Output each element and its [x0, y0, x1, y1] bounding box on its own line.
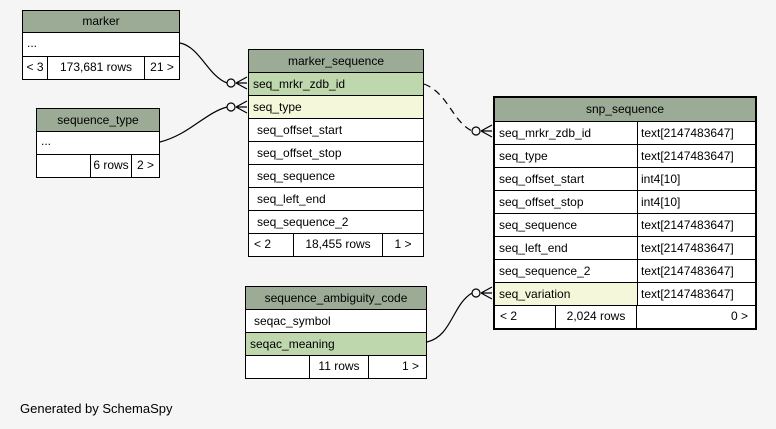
table-sequence-ambiguity-code-title[interactable]: sequence_ambiguity_code	[246, 287, 426, 310]
table-sequence-ambiguity-code-footer: 11 rows 1 >	[246, 356, 426, 378]
column-name: seq_type	[495, 145, 637, 167]
table-sequence-type-footer: 6 rows 2 >	[37, 155, 159, 177]
table-snp-sequence: snp_sequence seq_mrkr_zdb_id text[214748…	[493, 96, 757, 330]
related-tables-right-count: 1 >	[401, 359, 419, 373]
column-name: seqac_meaning	[250, 337, 335, 351]
relationship-sequence-ambiguity-code-to-snp-sequence	[426, 286, 493, 343]
column-row-seq-sequence-2[interactable]: seq_sequence_2 text[2147483647]	[495, 260, 755, 283]
column-row-seqac-symbol[interactable]: seqac_symbol	[246, 310, 426, 333]
table-marker-footer: < 3 173,681 rows 21 >	[23, 57, 179, 79]
column-row-seq-sequence[interactable]: seq_sequence	[249, 165, 423, 188]
column-name: seq_mrkr_zdb_id	[495, 122, 637, 144]
related-tables-right-count: 1 >	[394, 237, 412, 251]
table-sequence-type-ellipsis-row[interactable]: ...	[37, 132, 159, 155]
related-tables-right-count: 2 >	[136, 158, 154, 172]
column-type: text[2147483647]	[637, 283, 755, 305]
relationship-sequence-type-to-marker-sequence	[159, 100, 248, 143]
column-row-seq-sequence-2[interactable]: seq_sequence_2	[249, 211, 423, 234]
column-name: seq_sequence	[257, 169, 336, 183]
column-row-seq-offset-start[interactable]: seq_offset_start	[249, 119, 423, 142]
column-name: seq_left_end	[257, 192, 326, 206]
table-sequence-type-title[interactable]: sequence_type	[37, 109, 159, 132]
column-row-seq-mrkr-zdb-id[interactable]: seq_mrkr_zdb_id	[249, 73, 423, 96]
table-marker-ellipsis-row[interactable]: ...	[23, 33, 179, 57]
table-marker-sequence-title[interactable]: marker_sequence	[249, 50, 423, 73]
column-name: seq_sequence	[495, 214, 637, 236]
row-count: 6 rows	[91, 155, 132, 177]
related-tables-left-count: < 3	[23, 57, 48, 79]
relationship-marker-sequence-to-snp-sequence-dashed	[423, 83, 493, 138]
table-marker-sequence: marker_sequence seq_mrkr_zdb_id seq_type…	[248, 49, 424, 257]
row-count: 173,681 rows	[48, 57, 145, 79]
related-tables-left-count: < 2	[495, 306, 556, 328]
related-tables-right-count: 21 >	[150, 60, 174, 74]
column-name: seq_offset_stop	[495, 191, 637, 213]
table-sequence-type: sequence_type ... 6 rows 2 >	[36, 108, 160, 178]
column-row-seq-left-end[interactable]: seq_left_end	[249, 188, 423, 211]
table-marker: marker ... < 3 173,681 rows 21 >	[22, 10, 180, 80]
column-row-seq-offset-start[interactable]: seq_offset_start int4[10]	[495, 168, 755, 191]
column-row-seq-variation[interactable]: seq_variation text[2147483647]	[495, 283, 755, 306]
column-type: text[2147483647]	[637, 122, 755, 144]
column-name: seq_offset_start	[495, 168, 637, 190]
generated-by-credit: Generated by SchemaSpy	[20, 401, 173, 416]
column-name: seq_sequence_2	[257, 215, 349, 229]
column-row-seqac-meaning[interactable]: seqac_meaning	[246, 333, 426, 356]
related-tables-left-count	[37, 155, 91, 177]
column-row-seq-type[interactable]: seq_type text[2147483647]	[495, 145, 755, 168]
column-row-seq-offset-stop[interactable]: seq_offset_stop	[249, 142, 423, 165]
row-count: 11 rows	[310, 356, 369, 378]
related-tables-left-count	[246, 356, 310, 378]
column-name: seq_mrkr_zdb_id	[253, 77, 346, 91]
column-row-seq-offset-stop[interactable]: seq_offset_stop int4[10]	[495, 191, 755, 214]
column-name: seq_offset_stop	[257, 146, 342, 160]
column-type: text[2147483647]	[637, 260, 755, 282]
column-name: seq_variation	[495, 283, 637, 305]
related-tables-right-count: 0 >	[730, 309, 748, 323]
column-row-seq-type[interactable]: seq_type	[249, 96, 423, 119]
table-marker-title[interactable]: marker	[23, 11, 179, 33]
column-type: int4[10]	[637, 191, 755, 213]
table-snp-sequence-footer: < 2 2,024 rows 0 >	[495, 306, 755, 328]
column-row-seq-left-end[interactable]: seq_left_end text[2147483647]	[495, 237, 755, 260]
related-tables-left-count: < 2	[249, 234, 294, 256]
column-row-seq-sequence[interactable]: seq_sequence text[2147483647]	[495, 214, 755, 237]
relationship-marker-to-marker-sequence	[179, 42, 248, 90]
column-type: int4[10]	[637, 168, 755, 190]
row-count: 18,455 rows	[294, 234, 383, 256]
column-name: seq_offset_start	[257, 123, 343, 137]
column-type: text[2147483647]	[637, 145, 755, 167]
column-type: text[2147483647]	[637, 237, 755, 259]
table-snp-sequence-title[interactable]: snp_sequence	[495, 98, 755, 122]
column-name: seq_left_end	[495, 237, 637, 259]
column-row-seq-mrkr-zdb-id[interactable]: seq_mrkr_zdb_id text[2147483647]	[495, 122, 755, 145]
table-marker-sequence-footer: < 2 18,455 rows 1 >	[249, 234, 423, 256]
row-count: 2,024 rows	[556, 306, 637, 328]
column-name: seq_type	[253, 100, 302, 114]
column-name: seq_sequence_2	[495, 260, 637, 282]
column-name: seqac_symbol	[254, 314, 331, 328]
table-sequence-ambiguity-code: sequence_ambiguity_code seqac_symbol seq…	[245, 286, 427, 379]
column-type: text[2147483647]	[637, 214, 755, 236]
